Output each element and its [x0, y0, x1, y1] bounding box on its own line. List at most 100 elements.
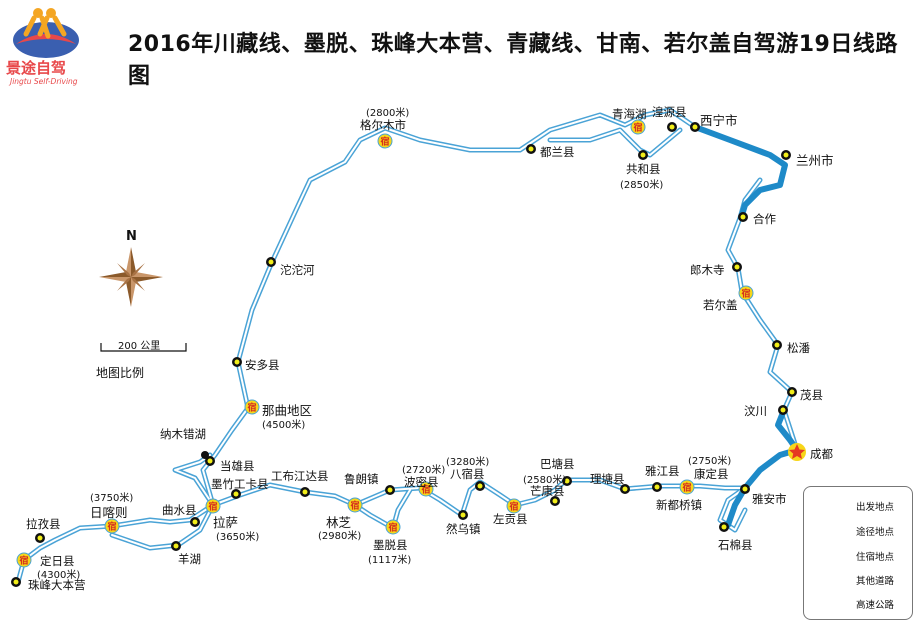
label-hezuo: 合作 [753, 212, 776, 226]
svg-text:宿: 宿 [388, 522, 397, 534]
label-basu: 八宿县 [450, 467, 485, 481]
alt-lhasa: (3650米) [216, 532, 260, 543]
svg-text:宿: 宿 [682, 482, 691, 494]
stay-zoige: 宿 [738, 285, 754, 301]
label-mangkang: 芒康县 [530, 484, 565, 498]
label-lazi: 拉孜县 [26, 517, 61, 531]
label-golmud: 格尔木市 [360, 118, 406, 132]
label-zogang: 左贡县 [493, 512, 528, 526]
alt-mangkang: (2580米) [523, 475, 567, 486]
alt-shigatse: (3750米) [90, 493, 134, 504]
alt-dingri: (4300米) [37, 570, 81, 581]
svg-text:宿: 宿 [509, 501, 518, 513]
label-medog: 墨脱县 [373, 538, 408, 552]
stay-qinghai-lake: 宿 [630, 119, 646, 135]
label-dingri: 定日县 [40, 554, 75, 568]
label-qinghai-lake: 青海湖 [612, 107, 647, 121]
label-chengdu: 成都 [810, 447, 833, 461]
waypoint-markers [11, 122, 797, 587]
label-yaan: 雅安市 [752, 492, 787, 506]
stay-dingri: 宿 [16, 552, 32, 568]
logo [6, 4, 86, 90]
label-gongbujiangda: 工布江达县 [271, 469, 329, 483]
svg-text:宿: 宿 [380, 136, 389, 148]
label-bomi: 波密县 [404, 475, 439, 489]
scale-label: 200 公里 [118, 341, 161, 352]
label-huangyuan: 湟源县 [652, 105, 687, 119]
alt-bomi: (2720米) [402, 465, 446, 476]
label-yanghu: 羊湖 [178, 552, 201, 566]
stay-bomi: 宿 [418, 481, 434, 497]
legend-other-road: 其他道路 [856, 576, 895, 587]
label-anduo: 安多县 [245, 358, 280, 372]
svg-text:宿: 宿 [741, 288, 750, 300]
stay-golmud: 宿 [377, 133, 393, 149]
label-lanzhou: 兰州市 [796, 153, 834, 168]
stay-xinduqiao: 宿 [679, 479, 695, 495]
label-dangxiong: 当雄县 [220, 459, 255, 473]
label-maoxian: 茂县 [800, 388, 823, 402]
label-lhasa: 拉萨 [213, 515, 239, 530]
logo-subtitle: Jingtu Self-Driving [10, 77, 78, 86]
stay-nagqu: 宿 [244, 399, 260, 415]
scale-caption: 地图比例 [96, 366, 145, 380]
label-batang: 巴塘县 [540, 457, 575, 471]
road-lhasa-golmud [200, 107, 698, 508]
label-qushui: 曲水县 [162, 503, 197, 517]
label-yajiang: 雅江县 [645, 464, 680, 478]
label-xining: 西宁市 [700, 113, 738, 128]
highway-chengdu-yaan [725, 447, 800, 528]
label-namtso: 纳木错湖 [160, 427, 206, 441]
label-nagqu: 那曲地区 [262, 403, 313, 418]
label-nyingchi: 林芝 [326, 515, 352, 530]
label-everest-base: 珠峰大本营 [28, 578, 86, 592]
alt-medog: (1117米) [368, 555, 412, 566]
stay-lhasa: 宿 [205, 498, 221, 514]
highway-xining-lanzhou [692, 124, 788, 218]
legend-highway: 高速公路 [856, 600, 895, 611]
label-litang: 理塘县 [590, 472, 625, 486]
stay-shigatse: 宿 [104, 518, 120, 534]
label-langmusi: 郎木寺 [690, 263, 725, 277]
legend-start: 出发地点 [856, 502, 895, 513]
legend-waypoint: 途径地点 [856, 527, 895, 538]
stay-nyingchi: 宿 [347, 497, 363, 513]
scale-bar [100, 343, 187, 352]
label-ranwu: 然乌镇 [446, 522, 481, 536]
logo-emblem [13, 8, 79, 58]
stay-markers: 宿 宿 宿 宿 宿 宿 宿 宿 宿 宿 宿 宿 [16, 119, 754, 568]
label-shimian: 石棉县 [718, 538, 753, 552]
label-songpan: 松潘 [787, 341, 810, 355]
label-zoige: 若尔盖 [703, 298, 738, 312]
stay-medog: 宿 [385, 519, 401, 535]
legend-stay: 住宿地点 [856, 552, 895, 563]
label-xinduqiao: 新都桥镇 [656, 498, 702, 512]
svg-text:宿: 宿 [208, 501, 217, 513]
label-gonghe: 共和县 [626, 162, 661, 176]
logo-name: 景途自驾 [6, 59, 67, 77]
label-shigatse: 日喀则 [90, 505, 128, 520]
north-label: N [126, 229, 137, 244]
label-dulan: 都兰县 [540, 145, 575, 159]
svg-text:宿: 宿 [247, 402, 256, 414]
start-marker-chengdu [788, 443, 806, 461]
svg-text:宿: 宿 [633, 122, 642, 134]
alt-basu: (3280米) [446, 457, 490, 468]
map-title: 2016年川藏线、墨脱、珠峰大本营、青藏线、甘南、若尔盖自驾游19日线路图 [128, 32, 898, 89]
label-tuotuohe: 沱沱河 [280, 263, 315, 277]
svg-text:宿: 宿 [19, 555, 28, 567]
label-wenchuan: 汶川 [744, 404, 767, 418]
alt-kangding: (2750米) [688, 456, 732, 467]
label-kangding: 康定县 [694, 467, 729, 481]
legend: 出发地点 途径地点 住宿地点 其他道路 高速公路 [803, 486, 913, 620]
label-lulang: 鲁朗镇 [344, 472, 379, 486]
alt-golmud: (2800米) [366, 108, 410, 119]
alt-nyingchi: (2980米) [318, 531, 362, 542]
alt-nagqu: (4500米) [262, 420, 306, 431]
svg-text:宿: 宿 [421, 484, 430, 496]
stay-zogang: 宿 [506, 498, 522, 514]
marker-namtso [201, 451, 209, 459]
svg-text:宿: 宿 [107, 521, 116, 533]
svg-text:宿: 宿 [350, 500, 359, 512]
